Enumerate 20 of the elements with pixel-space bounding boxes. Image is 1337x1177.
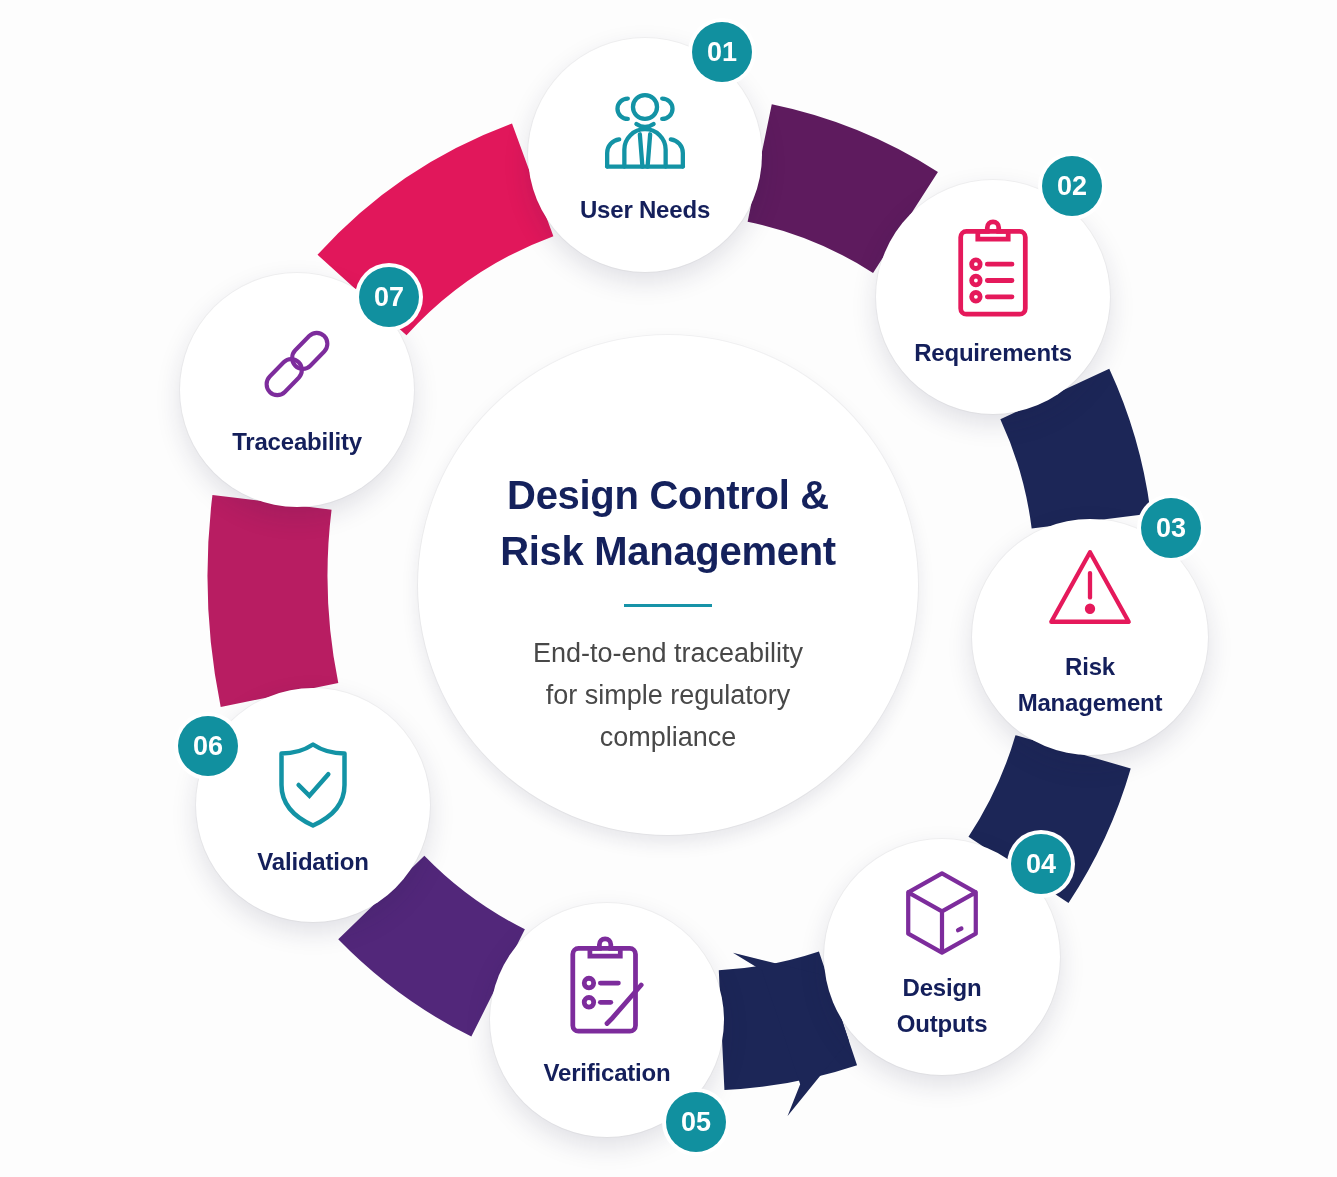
step-number: 02	[1042, 156, 1102, 216]
step-label: User Needs	[578, 195, 712, 225]
step-number: 05	[666, 1092, 726, 1152]
step-label: Requirements	[913, 338, 1073, 368]
center-description: End-to-end traceability for simple regulatory compliance	[531, 637, 805, 754]
ring-segment	[999, 371, 1151, 531]
step-number: 07	[359, 267, 419, 327]
step-label: Risk Management	[1016, 652, 1164, 718]
step-number: 01	[692, 22, 752, 82]
step-number: 03	[1141, 498, 1201, 558]
step-label: Design Outputs	[895, 973, 989, 1039]
step-label: Traceability	[231, 427, 363, 457]
center-title: Design Control & Risk Management	[499, 472, 837, 575]
step-label: Validation	[256, 847, 370, 877]
step-number: 04	[1011, 834, 1071, 894]
ring-segment	[207, 497, 339, 705]
step-number: 06	[178, 716, 238, 776]
ring-segment	[340, 853, 527, 1036]
ring-segment	[967, 733, 1131, 901]
step-label: Verification	[542, 1058, 672, 1088]
